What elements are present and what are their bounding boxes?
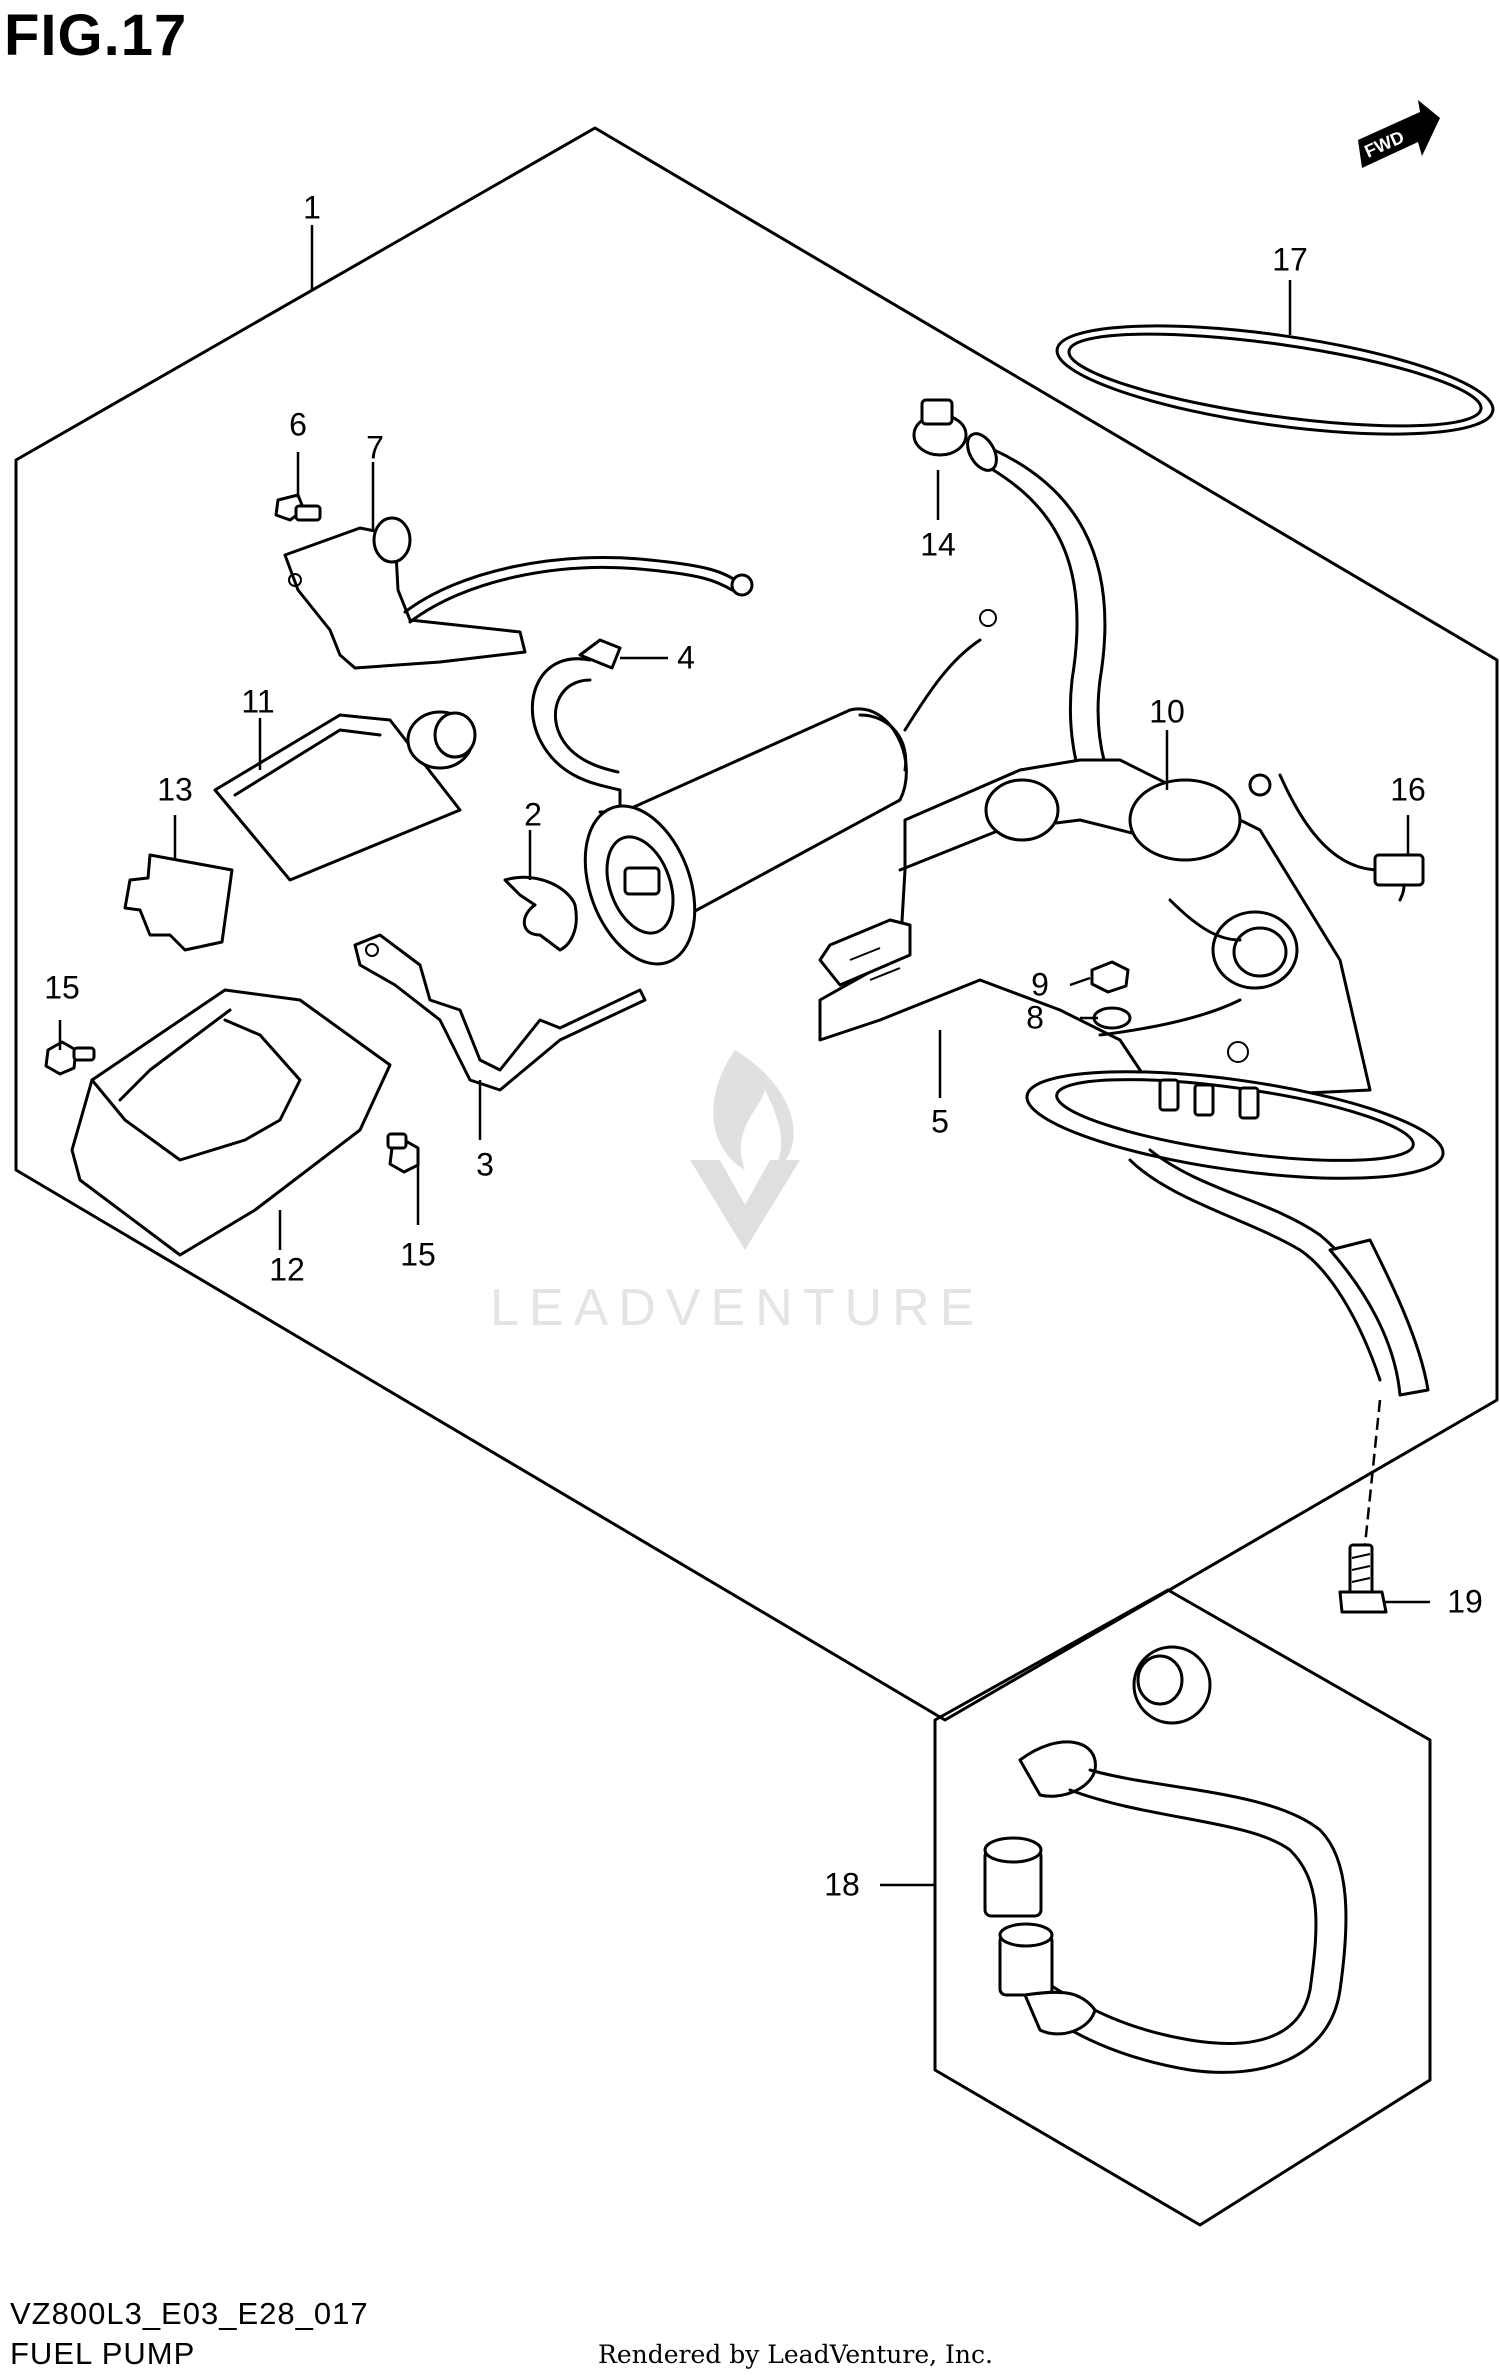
callout-11: 11 xyxy=(241,683,275,720)
callout-16: 16 xyxy=(1390,771,1426,808)
pump-cushion xyxy=(503,875,578,952)
fuel-pump-motor xyxy=(583,609,997,966)
wiring-harness xyxy=(1128,1148,1430,1397)
fuel-hose-kit xyxy=(983,1645,1348,2074)
assembly-outline xyxy=(14,126,1499,1722)
fuel-strainer xyxy=(213,710,477,882)
callout-5: 5 xyxy=(931,1103,949,1140)
leader-lines xyxy=(58,225,1430,1887)
callout-15-right: 15 xyxy=(400,1236,436,1273)
figure-title: FIG.17 xyxy=(4,3,188,68)
watermark-label: LEADVENTURE xyxy=(490,1279,985,1337)
wire-bracket xyxy=(283,516,754,670)
callout-17: 17 xyxy=(1272,241,1308,278)
cover-plate xyxy=(123,853,234,952)
flange-bolt xyxy=(1338,1543,1388,1614)
pump-bracket xyxy=(353,933,647,1092)
bolt-right xyxy=(386,1132,420,1174)
callout-3: 3 xyxy=(476,1146,494,1183)
bolt-left xyxy=(44,1040,96,1076)
callout-10: 10 xyxy=(1149,693,1185,730)
callout-6: 6 xyxy=(289,406,307,443)
pump-cover xyxy=(70,988,392,1257)
callout-15-left: 15 xyxy=(44,969,80,1006)
hose-clamp xyxy=(912,398,968,457)
callout-19: 19 xyxy=(1447,1583,1483,1620)
callout-7: 7 xyxy=(366,429,384,466)
band-clamp xyxy=(530,657,622,814)
callout-13: 13 xyxy=(157,771,193,808)
callout-9: 9 xyxy=(1031,966,1049,1003)
callout-8: 8 xyxy=(1026,999,1044,1036)
hex-nut xyxy=(1090,960,1130,994)
hose-kit-outline xyxy=(933,1588,1432,2227)
callout-2: 2 xyxy=(524,796,542,833)
callout-18: 18 xyxy=(824,1866,860,1903)
figure-caption: FUEL PUMP xyxy=(10,2336,196,2371)
fwd-arrow-icon: FWD xyxy=(1358,100,1440,168)
rendered-credit: Rendered by LeadVenture, Inc. xyxy=(598,2340,993,2369)
small-bolt xyxy=(274,493,322,522)
gasket-ring xyxy=(1055,324,1495,436)
pump-flange-plate xyxy=(1025,1070,1445,1180)
callout-4: 4 xyxy=(677,639,695,676)
model-code: VZ800L3_E03_E28_017 xyxy=(10,2296,369,2331)
callout-12: 12 xyxy=(269,1251,305,1288)
callout-1: 1 xyxy=(303,189,321,226)
washer xyxy=(1092,1006,1132,1030)
watermark-logo xyxy=(690,1050,800,1250)
pump-housing-frame xyxy=(818,758,1372,1102)
pressure-regulator xyxy=(1128,773,1425,990)
callout-14: 14 xyxy=(920,526,956,563)
